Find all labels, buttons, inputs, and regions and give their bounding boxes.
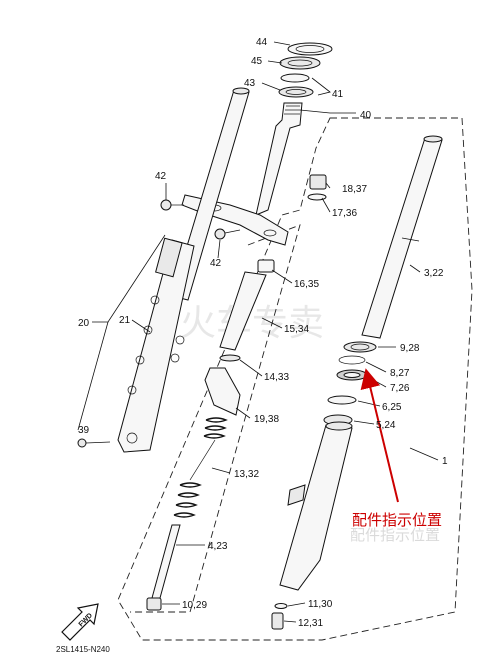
part-7-oil-seal	[336, 369, 368, 381]
part-13-spring	[173, 417, 228, 518]
callout-41: 41	[332, 89, 344, 100]
callout-8-27: 8,27	[390, 368, 410, 379]
group-outline-right	[117, 117, 473, 641]
callout-43: 43	[244, 78, 256, 89]
callout-42-upper: 42	[155, 171, 167, 182]
callout-10-29: 10,29	[182, 600, 207, 611]
part-11-washer	[274, 603, 288, 609]
watermark-small: 配件指示位置	[350, 526, 440, 544]
part-3-inner-tube	[361, 135, 443, 339]
part-1-outer-tube	[279, 421, 353, 591]
callout-15-34: 15,34	[284, 324, 309, 335]
callout-4-23: 4,23	[208, 541, 228, 552]
part-42-bolt-lower	[214, 228, 241, 240]
callout-5-24: 5,24	[376, 420, 396, 431]
callout-6-25: 6,25	[382, 402, 402, 413]
part-steering-stem	[255, 102, 303, 216]
part-16-collar	[257, 259, 275, 273]
part-19-seat	[204, 367, 241, 416]
fwd-arrow-icon: FWD	[61, 603, 99, 641]
part-39-bolt	[77, 438, 111, 448]
red-pointer-arrow-icon	[360, 368, 399, 503]
callout-12-31: 12,31	[298, 618, 323, 629]
callout-14-33: 14,33	[264, 372, 289, 383]
part-45-bearing	[279, 56, 321, 70]
part-left-fork-assembly	[117, 87, 250, 453]
callout-40: 40	[360, 110, 372, 121]
callout-11-30: 11,30	[308, 599, 333, 610]
part-42-bolt-upper	[160, 199, 184, 211]
part-12-bolt	[271, 612, 284, 630]
callout-44: 44	[256, 37, 268, 48]
part-14-washer	[219, 354, 241, 362]
leader-lines	[77, 41, 439, 623]
part-43-bearing	[278, 86, 314, 98]
annotation-label: 配件指示位置	[352, 511, 442, 529]
callout-1: 1	[442, 456, 448, 467]
callout-20: 20	[78, 318, 90, 329]
part-10-piece	[146, 597, 162, 611]
part-8-clip	[338, 355, 366, 365]
callout-21: 21	[119, 315, 131, 326]
callout-labels: 44 45 43 41 40 42 18,37 17,36 42 3,22 16…	[78, 37, 448, 629]
callout-7-26: 7,26	[390, 383, 410, 394]
callout-3-22: 3,22	[424, 268, 444, 279]
callout-19-38: 19,38	[254, 414, 279, 425]
diagram-code: 2SL1415-N240	[56, 645, 110, 654]
callout-9-28: 9,28	[400, 343, 420, 354]
part-17-oring	[307, 193, 327, 201]
part-18-cap-bolt	[309, 174, 327, 190]
callout-18-37: 18,37	[342, 184, 367, 195]
callout-17-36: 17,36	[332, 208, 357, 219]
callout-16-35: 16,35	[294, 279, 319, 290]
part-15-tube	[219, 271, 267, 351]
part-9-seal	[343, 341, 377, 353]
callout-45: 45	[251, 56, 263, 67]
part-6-washer	[327, 395, 357, 405]
part-41-race	[280, 73, 310, 83]
callout-13-32: 13,32	[234, 469, 259, 480]
callout-39: 39	[78, 425, 90, 436]
callout-42-lower: 42	[210, 258, 222, 269]
part-4-damper-rod	[151, 524, 181, 599]
part-44-ring	[287, 42, 333, 56]
